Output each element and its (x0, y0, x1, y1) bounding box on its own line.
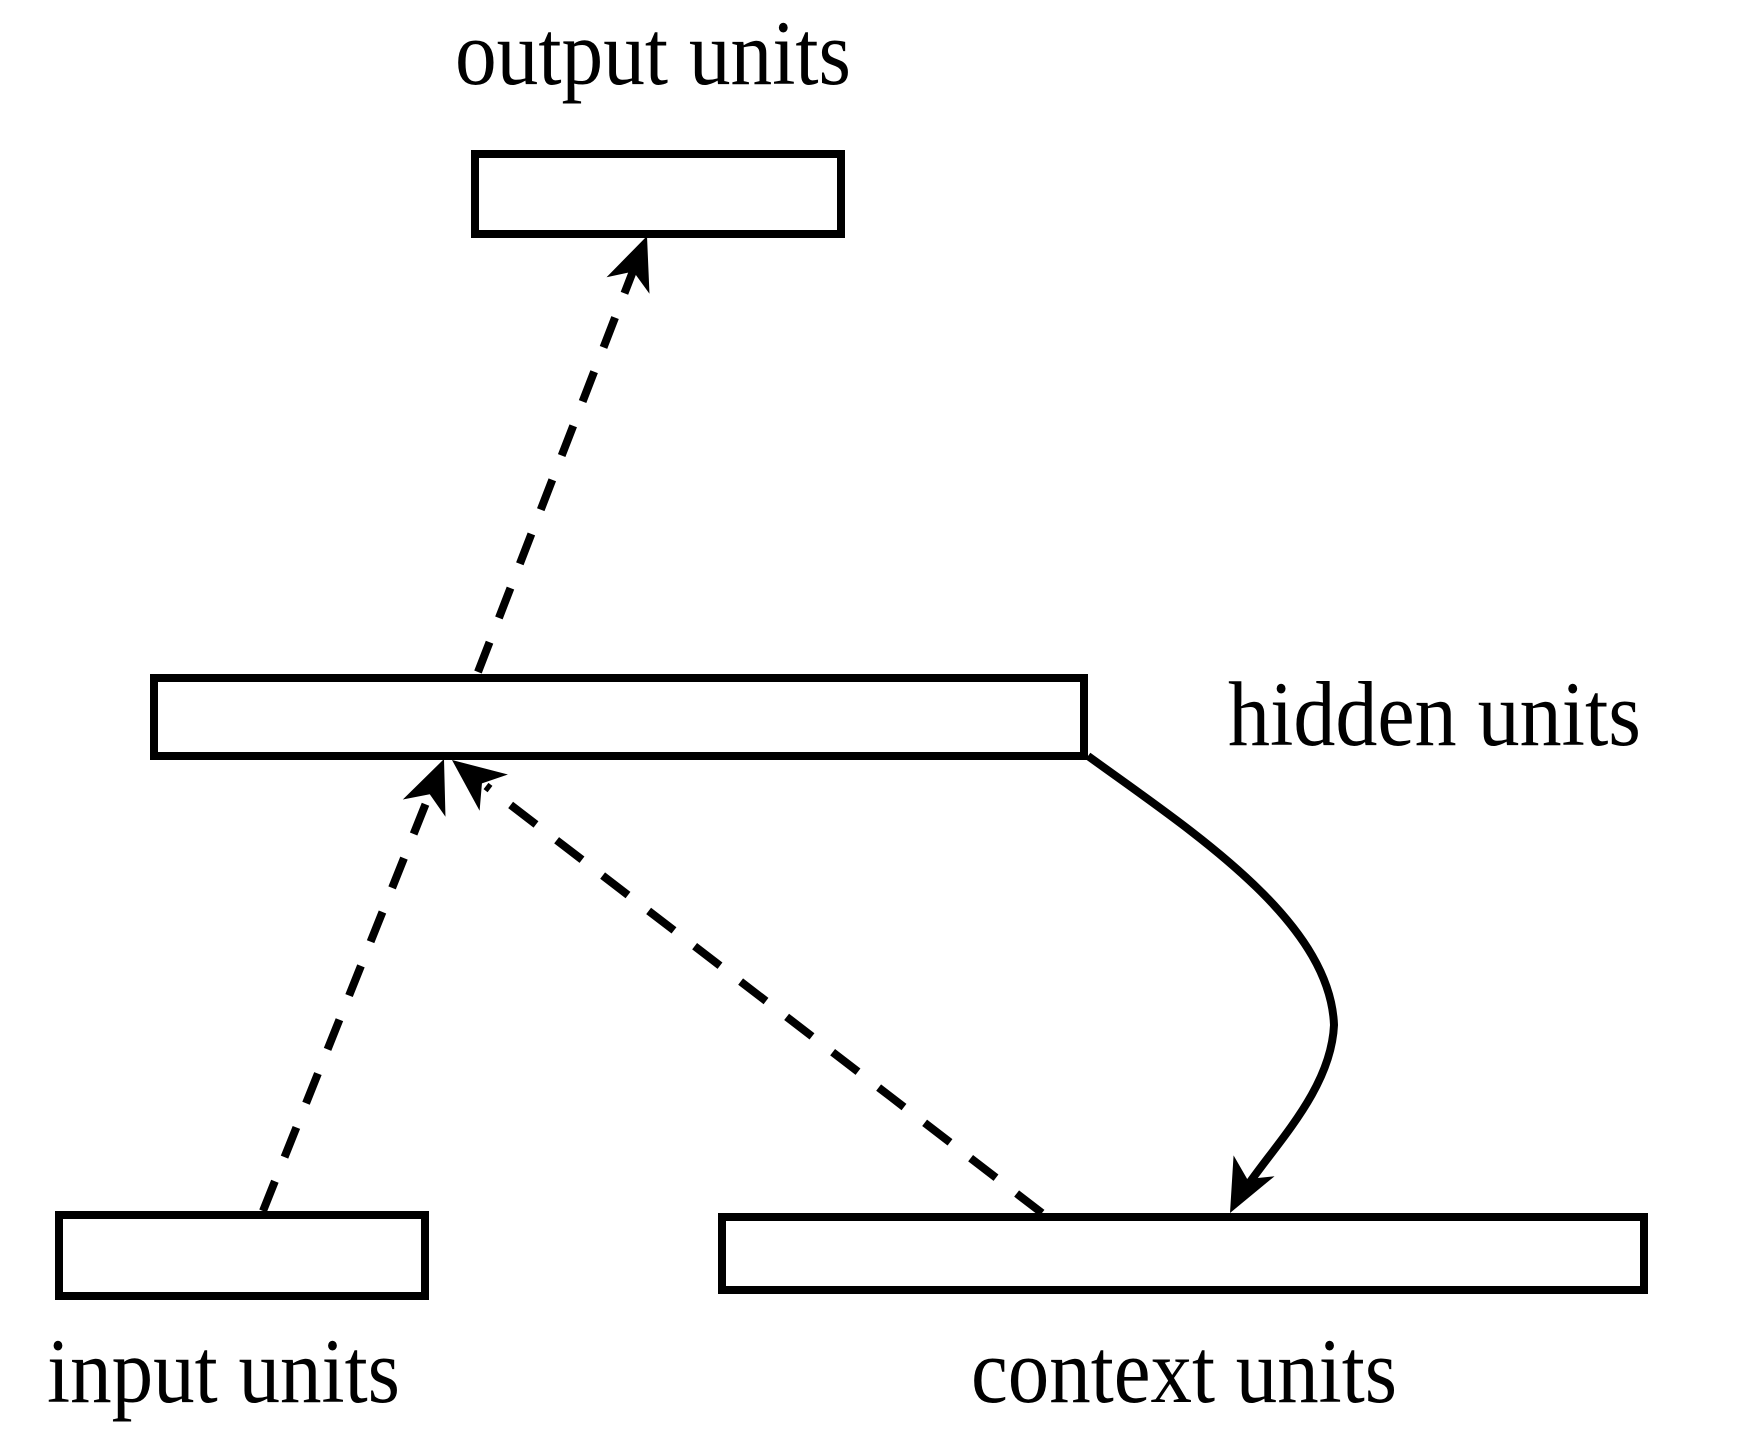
svg-text:context units: context units (971, 1320, 1397, 1422)
svg-text:input units: input units (47, 1320, 400, 1422)
svg-text:hidden units: hidden units (1228, 663, 1641, 765)
svg-text:output units: output units (455, 2, 851, 104)
